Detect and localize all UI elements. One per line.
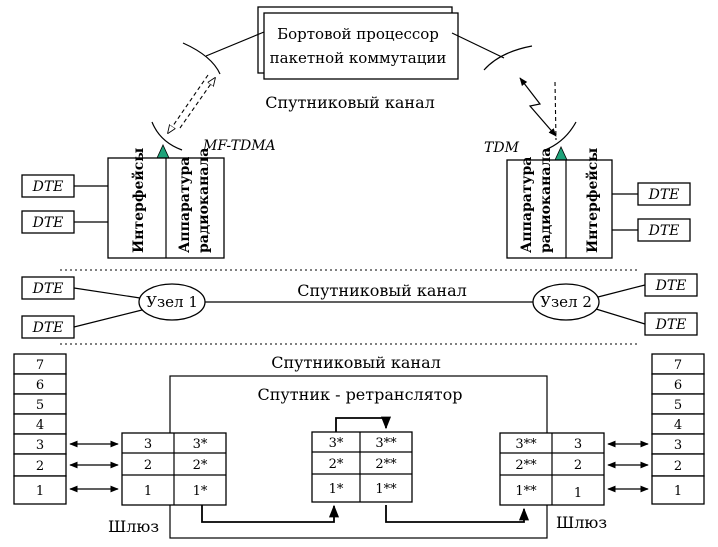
gw-right-cell-3: 3 (574, 437, 582, 452)
left-top-dte-2-label: DTE (32, 215, 64, 231)
right-layer-6: 6 (674, 378, 682, 393)
left-layer-3: 3 (36, 438, 44, 453)
sat-cell-3ss: 3** (375, 436, 397, 451)
gw-left-cell-3s: 3* (193, 437, 208, 452)
sat-cell-1ss: 1** (375, 482, 397, 497)
right-layer-3: 3 (674, 438, 682, 453)
node-1-label: Узел 1 (146, 293, 198, 311)
right-radio-line2: радиоканала (538, 148, 554, 253)
downlink-dashed-line (554, 81, 557, 141)
right-mid-dte-2-label: DTE (655, 317, 687, 333)
sat-cell-1s: 1* (329, 482, 344, 497)
gw-right-cell-2ss: 2** (515, 458, 537, 473)
gateway-left-label: Шлюз (108, 517, 159, 536)
right-radio-line1: Аппаратура (519, 157, 535, 253)
right-layer-1: 1 (674, 484, 682, 499)
gw-right-cell-2: 2 (574, 458, 582, 473)
gw-left-cell-2: 2 (144, 458, 152, 473)
sat-cell-2ss: 2** (375, 457, 397, 472)
right-interfaces-label: Интерфейсы (584, 148, 601, 253)
right-protocol-stack: 7 6 5 4 3 2 1 (651, 353, 705, 505)
flow-sat-switch (335, 416, 392, 432)
left-layer-6: 6 (36, 378, 44, 393)
left-top-dte-1-label: DTE (32, 179, 64, 195)
sat-cell-3s: 3* (329, 436, 344, 451)
left-radio-line2: радиоканала (196, 148, 212, 253)
right-terminal: Аппаратура радиоканала Интерфейсы (506, 148, 613, 259)
satellite-table: 3* 3** 2* 2** 1* 1** (311, 431, 413, 503)
flow-gw-to-sat (201, 504, 340, 523)
right-top-dte-2-label: DTE (648, 223, 680, 239)
node-2 (532, 283, 600, 321)
left-interfaces-label: Интерфейсы (130, 148, 147, 253)
right-layer-7: 7 (674, 358, 682, 373)
repeater-label: Спутник - ретранслятор (257, 385, 462, 404)
gw-right-cell-1ss: 1** (515, 484, 537, 499)
downlink-zigzag-arrow (519, 77, 557, 137)
left-layer-1: 1 (36, 484, 44, 499)
left-layer-7: 7 (36, 358, 44, 373)
left-ground-dish-icon (151, 121, 183, 151)
gw-right-cell-1: 1 (574, 486, 582, 501)
left-layer-4: 4 (36, 418, 44, 433)
left-antenna-icon (156, 144, 170, 159)
uplink-arrow-left-down (168, 74, 209, 133)
gw-left-cell-1s: 1* (193, 484, 208, 499)
top-channel-label: Спутниковый канал (265, 93, 435, 112)
right-layer-4: 4 (674, 418, 682, 433)
left-terminal: Интерфейсы Аппаратура радиоканала (107, 148, 225, 259)
gw-left-cell-1: 1 (144, 484, 152, 499)
flow-sat-to-gw (385, 505, 530, 523)
right-mid-dte-1-label: DTE (655, 278, 687, 294)
processor-link-right (451, 32, 505, 59)
middle-channel-label: Спутниковый канал (297, 281, 467, 300)
sat-cell-2s: 2* (329, 457, 344, 472)
gw-left-cell-3: 3 (144, 437, 152, 452)
right-ground-dish-icon (544, 121, 577, 151)
left-protocol-stack: 7 6 5 4 3 2 1 (13, 353, 67, 505)
gw-left-cell-2s: 2* (193, 458, 208, 473)
processor-link-left (205, 31, 265, 57)
right-antenna-icon (554, 146, 568, 161)
node-2-label: Узел 2 (540, 293, 592, 311)
gateway-right-label: Шлюз (556, 513, 607, 532)
processor-line2: пакетной коммутации (270, 49, 447, 67)
uplink-arrow-left-up (179, 78, 215, 129)
mf-tdma-label: MF-TDMA (202, 138, 276, 154)
right-layer-5: 5 (674, 398, 682, 413)
satellite-right-dish-icon (483, 45, 533, 71)
left-gateway-table: 3 3* 2 2* 1 1* (121, 432, 227, 506)
processor-line1: Бортовой процессор (277, 25, 439, 43)
left-mid-dte-1-label: DTE (32, 281, 64, 297)
node-1 (138, 283, 206, 321)
satellite-left-dish-icon (182, 42, 221, 75)
left-layer-5: 5 (36, 398, 44, 413)
tdm-label: TDM (484, 140, 520, 156)
left-radio-line1: Аппаратура (177, 157, 193, 253)
left-mid-dte-2-label: DTE (32, 320, 64, 336)
bottom-channel-label: Спутниковый канал (271, 353, 441, 372)
right-layer-2: 2 (674, 459, 682, 474)
gw-right-cell-3ss: 3** (515, 437, 537, 452)
onboard-processor: Бортовой процессор пакетной коммутации (257, 6, 459, 80)
left-layer-2: 2 (36, 459, 44, 474)
right-gateway-table: 3** 3 2** 2 1** 1 (499, 432, 605, 506)
right-top-dte-1-label: DTE (648, 187, 680, 203)
